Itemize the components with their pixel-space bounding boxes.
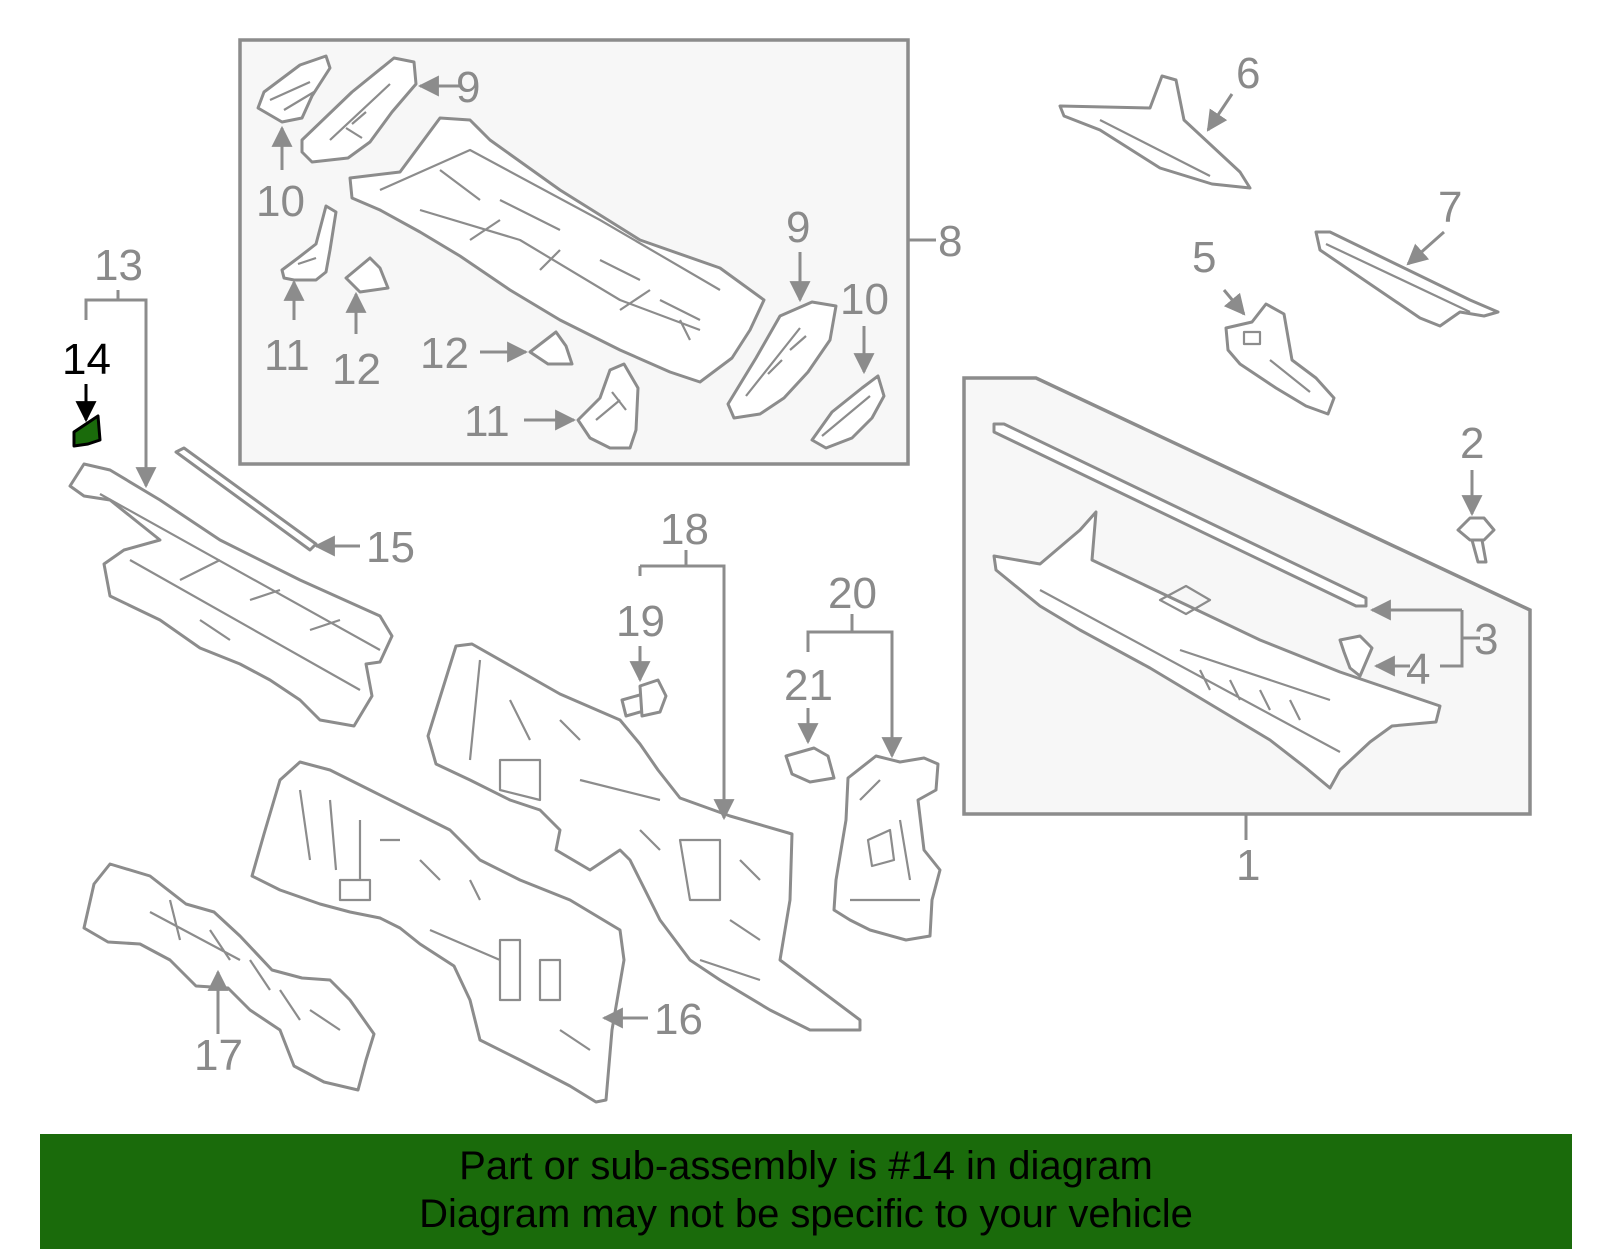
callout-6: 6 xyxy=(1236,49,1260,98)
callout-10-right: 10 xyxy=(840,275,889,324)
part-4-clip[interactable] xyxy=(1338,634,1374,678)
part-21[interactable] xyxy=(784,746,836,784)
callout-12-lower: 12 xyxy=(420,329,469,378)
callout-16: 16 xyxy=(654,995,703,1044)
callout-11-upper: 11 xyxy=(264,331,310,380)
callout-19: 19 xyxy=(616,597,665,646)
callout-2: 2 xyxy=(1460,419,1484,468)
part-13-panel[interactable] xyxy=(68,462,394,728)
part-14-highlighted[interactable] xyxy=(72,414,102,448)
callout-7: 7 xyxy=(1438,183,1462,232)
part-9-upper[interactable] xyxy=(300,56,418,164)
callout-20: 20 xyxy=(828,569,877,618)
callout-5: 5 xyxy=(1192,233,1216,282)
callout-13: 13 xyxy=(94,241,143,290)
banner-line-1: Part or sub-assembly is #14 in diagram xyxy=(459,1144,1153,1188)
part-16-dash-panel[interactable] xyxy=(250,760,626,1104)
part-12-upper[interactable] xyxy=(344,256,390,294)
callout-18: 18 xyxy=(660,505,709,554)
callout-8: 8 xyxy=(938,217,962,266)
callout-9-right: 9 xyxy=(786,203,810,252)
part-10-upper[interactable] xyxy=(256,54,332,124)
part-11-lower[interactable] xyxy=(576,362,640,450)
part-17[interactable] xyxy=(82,862,376,1092)
callout-9-upper: 9 xyxy=(456,63,480,112)
part-10-right[interactable] xyxy=(810,374,886,450)
part-19-bolt[interactable] xyxy=(620,678,668,718)
callout-11-lower: 11 xyxy=(464,397,510,446)
part-2-clip[interactable] xyxy=(1456,516,1496,564)
callout-21: 21 xyxy=(784,661,833,710)
part-7[interactable] xyxy=(1314,230,1500,328)
part-5[interactable] xyxy=(1224,302,1336,416)
callout-1: 1 xyxy=(1236,841,1260,890)
part-18-insulator[interactable] xyxy=(426,642,862,1032)
callout-10-upper: 10 xyxy=(256,177,305,226)
part-11-upper[interactable] xyxy=(280,204,338,282)
banner-line-2: Diagram may not be specific to your vehi… xyxy=(419,1192,1193,1236)
callout-3: 3 xyxy=(1474,615,1498,664)
callout-17: 17 xyxy=(194,1031,243,1080)
callout-15: 15 xyxy=(366,523,415,572)
part-20[interactable] xyxy=(832,754,942,942)
part-9-right[interactable] xyxy=(726,300,838,420)
part-8-cowl-panel[interactable] xyxy=(348,116,766,384)
callout-14: 14 xyxy=(62,335,111,384)
info-banner: Part or sub-assembly is #14 in diagram D… xyxy=(40,1134,1572,1249)
part-1-cowl-top[interactable] xyxy=(992,510,1442,790)
callout-12-upper: 12 xyxy=(332,345,381,394)
callout-4: 4 xyxy=(1406,645,1430,694)
part-3-strip[interactable] xyxy=(992,422,1368,608)
part-6[interactable] xyxy=(1058,74,1252,190)
part-12-lower[interactable] xyxy=(528,330,574,366)
